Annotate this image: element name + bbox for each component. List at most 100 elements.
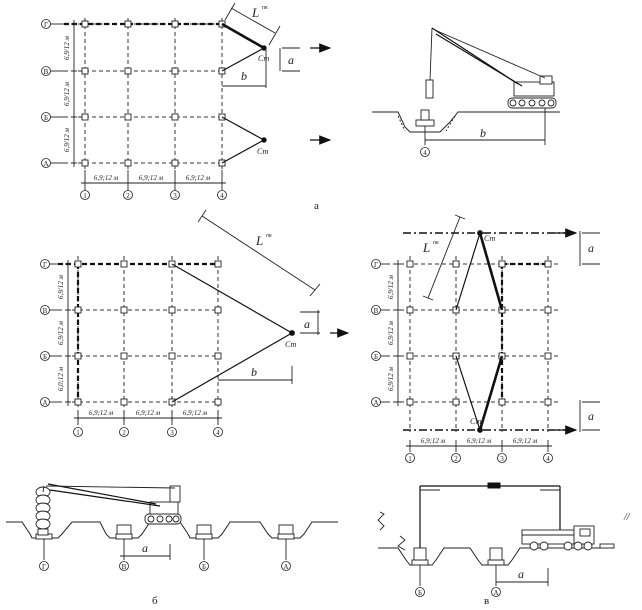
- columns-v: [406, 260, 552, 406]
- span-dim: 6,9/12 м: [387, 321, 395, 345]
- span-dim: 6,9;12 м: [136, 409, 161, 417]
- span-dim: 6,9;12 м: [89, 409, 114, 417]
- reach-superscript: пк: [266, 233, 272, 239]
- row-label: В: [44, 68, 49, 76]
- truck-crane-v: [521, 525, 615, 551]
- reach-symbol: L: [422, 240, 430, 255]
- row-label: В: [43, 307, 48, 315]
- row-label: А: [373, 399, 378, 407]
- columns-a: [81, 20, 226, 167]
- row-label: В: [374, 307, 379, 315]
- span-dim: 6,9;12 м: [467, 437, 492, 445]
- col-label: 3: [500, 455, 504, 463]
- reach-dim-v: L пк: [422, 214, 466, 301]
- row-label: А: [493, 589, 498, 597]
- crane-stop-label: Ст: [470, 417, 481, 426]
- span-dim: 6,9/12 м: [57, 275, 65, 299]
- plan-v: Г В Б А 6,9/12 м 6,9/12 м 6,9/12 м 6,9;1…: [371, 214, 600, 463]
- span-dim: 6,9/12 м: [63, 36, 71, 60]
- column-element-b: [35, 486, 51, 536]
- col-label: 4: [546, 455, 550, 463]
- offset-a: a: [304, 317, 310, 331]
- reach-dim-b: L пк: [197, 209, 321, 297]
- horizontal-dims-b: 6,9;12 м 6,9;12 м 6,9;12 м 1 2 3 4: [73, 409, 223, 437]
- offset-a: a: [588, 241, 594, 255]
- offset-dims-v: a a: [579, 231, 600, 432]
- offset-a: a: [142, 541, 148, 555]
- span-dim: 6,0;12 м: [57, 366, 65, 391]
- columns-b: [74, 260, 222, 406]
- reach-dim-a: L пк: [224, 2, 281, 46]
- reach-superscript: пк: [262, 5, 268, 11]
- col-label: 2: [454, 455, 458, 463]
- row-bubbles-v: Г В Б А: [371, 259, 386, 407]
- row-label: В: [122, 563, 127, 571]
- panel-label-v: в: [484, 595, 489, 607]
- plan-a: Г В Б А 6,9/12 м 6,9/12 м 6,9/12 м 6,9;1…: [41, 2, 332, 212]
- edge-mark: //: [623, 512, 631, 523]
- crane-reach-a: Ст Ст: [221, 22, 269, 164]
- crane-stop-label: Ст: [285, 340, 296, 349]
- offset-b: b: [241, 69, 247, 83]
- grid-a: [64, 18, 223, 170]
- offset-a: a: [518, 567, 524, 581]
- col-label: 3: [173, 192, 177, 200]
- span-dim: 6,9/12 м: [387, 367, 395, 391]
- section-v: Б А a в //: [377, 482, 631, 607]
- crane-stop-label: Ст: [484, 234, 495, 243]
- row-label: Б: [418, 589, 422, 597]
- col-label: 1: [76, 429, 80, 437]
- span-dim: 6,9/12 м: [63, 128, 71, 152]
- grid-b: [58, 256, 219, 425]
- offset-dims-a: a b: [222, 47, 300, 88]
- footings-b: Г В Б А: [35, 524, 295, 571]
- vertical-dims-b: 6,9/12 м 6,9/12 м 6,0;12 м: [57, 260, 71, 406]
- col-label: 4: [216, 429, 220, 437]
- portal-frame-v: [419, 482, 561, 548]
- span-dim: 6,9;12 м: [183, 409, 208, 417]
- row-label: Б: [374, 353, 378, 361]
- section-b: Г В Б А a б: [6, 483, 338, 607]
- row-bubbles-b: Г В Б А: [40, 259, 58, 407]
- grid-v: [386, 232, 572, 432]
- offset-b: b: [251, 365, 257, 379]
- offset-dims-b: a b: [218, 310, 320, 384]
- span-dim: 6,9;12 м: [513, 437, 538, 445]
- col-label: 2: [122, 429, 126, 437]
- row-label: Г: [374, 261, 378, 269]
- reach-symbol: L: [251, 5, 259, 20]
- row-label: А: [42, 399, 47, 407]
- row-label: Г: [42, 563, 46, 571]
- offset-a: a: [588, 409, 594, 423]
- col-label: 1: [408, 455, 412, 463]
- col-label: 2: [126, 192, 130, 200]
- row-label: Б: [202, 563, 206, 571]
- crane-reach-b: Ст: [171, 263, 296, 403]
- plan-b: Г В Б А 6,9/12 м 6,9/12 м 6,0;12 м 6,9;1…: [40, 209, 350, 437]
- crawler-crane-b: [42, 483, 182, 525]
- crane-stop-label: Ст: [257, 147, 268, 156]
- span-dim: 6,9/12 м: [57, 321, 65, 345]
- row-label: Г: [43, 261, 47, 269]
- col-label: 3: [170, 429, 174, 437]
- vertical-dims-a: 6,9/12 м 6,9/12 м 6,9/12 м: [63, 20, 77, 167]
- row-label: Б: [43, 353, 47, 361]
- crane-stop-label: Ст: [258, 54, 269, 63]
- span-dim: 6,9;12 м: [139, 174, 164, 182]
- span-dim: 6,9/12 м: [387, 275, 395, 299]
- horizontal-dims-a: 6,9;12 м 6,9;12 м 6,9;12 м 1 2 3 4: [80, 170, 227, 200]
- crane-reach-v: Ст Ст: [455, 230, 504, 433]
- reach-symbol: L: [255, 233, 263, 248]
- span-dim: 6,9;12 м: [421, 437, 446, 445]
- row-label: Г: [44, 21, 48, 29]
- offset-b: b: [480, 126, 486, 140]
- span-dim: 6,9/12 м: [63, 82, 71, 106]
- span-dim: 6,9;12 м: [186, 174, 211, 182]
- col-label: 1: [83, 192, 87, 200]
- row-label: А: [283, 563, 288, 571]
- panel-label-b: б: [152, 595, 158, 607]
- offset-a: a: [288, 53, 294, 67]
- col-label: 4: [423, 149, 427, 157]
- panel-label-a: а: [314, 200, 319, 212]
